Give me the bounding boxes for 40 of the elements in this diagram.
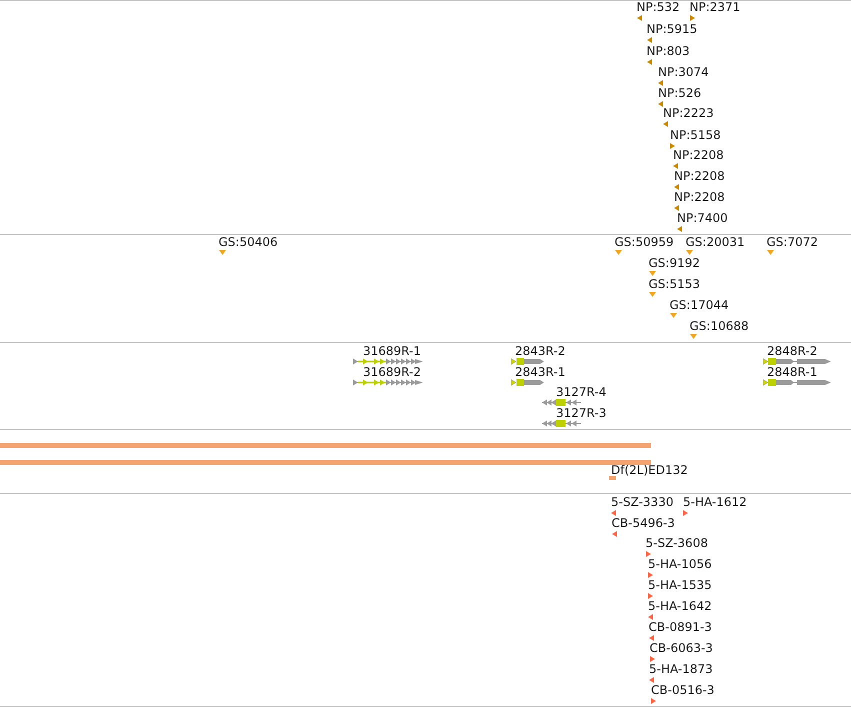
feature-label: NP:7400 — [677, 212, 728, 224]
feature-label: NP:2208 — [674, 191, 725, 203]
feature-label: GS:5153 — [648, 278, 700, 290]
feature-label: 2848R-1 — [767, 366, 818, 378]
feature-label: 31689R-2 — [363, 366, 421, 378]
feature-label: NP:5158 — [670, 129, 721, 141]
feature-label: 2848R-2 — [767, 345, 818, 357]
feature-label: NP:532 — [636, 1, 680, 13]
feature-label: CB-6063-3 — [650, 642, 713, 654]
feature-label: GS:50959 — [614, 236, 674, 248]
feature-label: 5-HA-1056 — [648, 558, 712, 570]
feature-label: GS:9192 — [648, 257, 700, 269]
feature-label: 5-HA-1873 — [649, 663, 713, 675]
feature-label: NP:2208 — [673, 149, 724, 161]
feature-label: GS:20031 — [686, 236, 745, 248]
feature-label: 3127R-3 — [556, 407, 606, 419]
feature-label: 2843R-1 — [515, 366, 566, 378]
feature-label: 5-HA-1642 — [648, 600, 712, 612]
feature-label: CB-5496-3 — [612, 517, 675, 529]
feature-label: 5-HA-1612 — [683, 496, 747, 508]
feature-label: 2843R-2 — [515, 345, 566, 357]
feature-label: Df(2L)ED132 — [611, 464, 688, 476]
feature-label: 31689R-1 — [363, 345, 421, 357]
feature-label: 5-SZ-3608 — [646, 537, 708, 549]
feature-label: CB-0891-3 — [648, 621, 712, 633]
feature-label: GS:7072 — [766, 236, 818, 248]
feature-label: NP:3074 — [658, 66, 709, 78]
feature-label: NP:526 — [658, 87, 702, 99]
feature-label: 3127R-4 — [556, 386, 606, 398]
feature-label: NP:5915 — [646, 23, 698, 35]
feature-label: NP:2371 — [690, 1, 740, 13]
feature-label: GS:50406 — [218, 236, 278, 248]
feature-label: NP:2208 — [674, 170, 725, 182]
feature-label: NP:2223 — [663, 107, 714, 119]
feature-label: GS:17044 — [670, 299, 729, 311]
feature-label: 5-SZ-3330 — [611, 496, 674, 508]
feature-label: 5-HA-1535 — [648, 579, 712, 591]
feature-label: NP:803 — [646, 45, 690, 57]
feature-label: CB-0516-3 — [651, 684, 714, 696]
feature-label: GS:10688 — [690, 320, 749, 332]
